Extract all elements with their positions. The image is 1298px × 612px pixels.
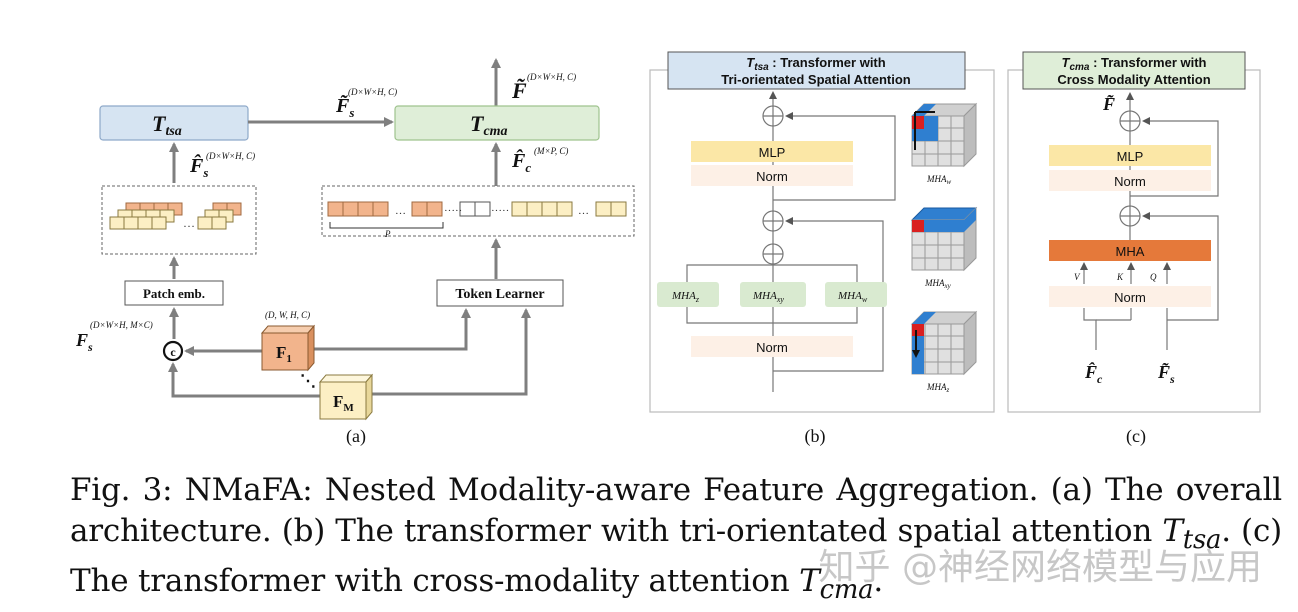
fm-to-concat-path	[168, 362, 320, 398]
f-tilde-out-dims: (D×W×H, C)	[527, 72, 576, 82]
figure-caption: Fig. 3: NMaFA: Nested Modality-aware Fea…	[70, 472, 1282, 606]
panel-b-mlp	[691, 141, 853, 162]
token-learner-label: Token Learner	[455, 287, 544, 302]
panel-c-norm-bottom-label: Norm	[1114, 290, 1146, 305]
mha-w-box	[825, 282, 887, 307]
fm-label: FM	[333, 392, 354, 414]
panel-b-branch-bottom	[686, 307, 858, 324]
panel-c-title-line2: Cross Modality Attention	[1057, 72, 1210, 87]
panel-c-mlp	[1049, 145, 1211, 166]
f1-dims: (D, W, H, C)	[265, 310, 310, 320]
panel-b-norm-top-label: Norm	[756, 169, 788, 184]
token-row	[327, 201, 627, 217]
panel-c-mha-label: MHA	[1116, 244, 1145, 259]
f-tilde-s-label: F̃s	[335, 94, 354, 120]
mha-xy-label: MHAxy	[752, 290, 784, 304]
panel-b-title-line2: Tri-orientated Spatial Attention	[721, 72, 911, 87]
panel-b-mlp-label: MLP	[759, 145, 786, 160]
p-brace	[329, 222, 444, 229]
patch-ellipsis: …	[183, 216, 195, 230]
watermark: 知乎 @神经网络模型与应用	[818, 547, 1262, 588]
fm-cube	[318, 373, 374, 421]
t-tsa-label: Ttsa	[152, 111, 182, 139]
panel-c-f-tilde: F̃	[1102, 94, 1115, 114]
panel-c-f-hat-c: F̂c	[1084, 362, 1103, 386]
panel-c-norm-bottom	[1049, 286, 1211, 307]
panel-b-residual-top	[773, 112, 896, 201]
panel-c-f-tilde-s: F̃s	[1157, 362, 1175, 386]
f-hat-c-label: F̂c	[511, 148, 531, 175]
f-hat-s-dims: (D×W×H, C)	[206, 151, 255, 161]
mha-z-box	[657, 282, 719, 307]
patch-emb-box	[124, 280, 224, 306]
cube-mha-z	[910, 310, 978, 376]
panel-c-mlp-label: MLP	[1117, 149, 1144, 164]
f-s-label: Fs	[75, 330, 93, 354]
patch-emb-label: Patch emb.	[143, 286, 205, 301]
panel-c-norm-top-label: Norm	[1114, 174, 1146, 189]
f-hat-c-input-path	[1083, 308, 1097, 350]
panel-a: F̃ (D×W×H, C) Ttsa Tcma F̃s (D×W×H, C) F…	[75, 58, 635, 447]
v-label: V	[1074, 272, 1081, 282]
concat-letter: c	[170, 345, 176, 359]
f-tilde-s-dims: (D×W×H, C)	[348, 87, 397, 97]
token-learner-box	[436, 279, 564, 307]
panel-c-title-line1: Tcma : Transformer with	[1062, 55, 1207, 73]
tokens-dashed-box	[321, 185, 635, 237]
k-label: K	[1116, 272, 1124, 282]
cube-mha-w	[910, 102, 978, 168]
f1-to-token-learner-path	[314, 308, 471, 351]
t-cma-box	[394, 105, 600, 141]
f-s-dims: (D×W×H, M×C)	[90, 320, 153, 330]
patch-cubes-left	[109, 202, 183, 230]
mha-xy-box	[740, 282, 806, 307]
panel-b-title-box	[667, 51, 966, 90]
cube-mha-w-label: MHAw	[926, 174, 952, 186]
token-dots-3: ·····	[491, 205, 509, 217]
panel-b-norm-bottom-label: Norm	[756, 340, 788, 355]
panel-c-mha	[1049, 240, 1211, 261]
f1-cube	[260, 324, 316, 372]
f1-label: F1	[276, 343, 292, 365]
patches-dashed-box	[101, 185, 257, 255]
f-tilde-out-label: F̃	[511, 78, 527, 103]
panel-b-branch-top	[686, 264, 858, 282]
panel-c-caption: (c)	[1126, 426, 1146, 447]
panel-a-caption: (a)	[346, 426, 366, 447]
concat-symbol	[162, 340, 184, 362]
cube-mha-z-label: MHAz	[926, 382, 950, 394]
panel-b: Ttsa : Transformer with Tri-orientated S…	[649, 51, 995, 447]
panel-c-norm-top	[1049, 170, 1211, 191]
panel-b-title-line1: Ttsa : Transformer with	[746, 55, 885, 73]
mha-z-label: MHAz	[671, 290, 700, 304]
panel-c-title-box	[1022, 51, 1246, 90]
token-dots-2: ·····	[444, 205, 462, 217]
token-dots-1: …	[395, 205, 406, 217]
cube-mha-xy	[910, 206, 978, 272]
panel-b-caption: (b)	[805, 426, 826, 447]
fm-to-token-learner-path	[372, 308, 531, 396]
f-hat-s-label: F̂s	[189, 153, 208, 180]
t-cma-label: Tcma	[470, 111, 508, 139]
panel-c-residual-mid	[1142, 212, 1219, 321]
panel-b-norm-bottom	[691, 336, 853, 357]
f-dots: ⋱	[300, 373, 316, 390]
panel-c-residual-top	[1130, 117, 1219, 197]
p-label: P	[384, 229, 391, 239]
token-dots-4: …	[578, 205, 589, 217]
panel-c: Tcma : Transformer with Cross Modality A…	[1007, 51, 1261, 447]
panel-b-norm-top	[691, 165, 853, 186]
mha-w-label: MHAw	[837, 290, 868, 304]
f-hat-c-dims: (M×P, C)	[534, 146, 568, 156]
patch-cubes-right	[197, 202, 242, 230]
cube-mha-xy-label: MHAxy	[924, 278, 952, 290]
q-label: Q	[1150, 272, 1157, 282]
